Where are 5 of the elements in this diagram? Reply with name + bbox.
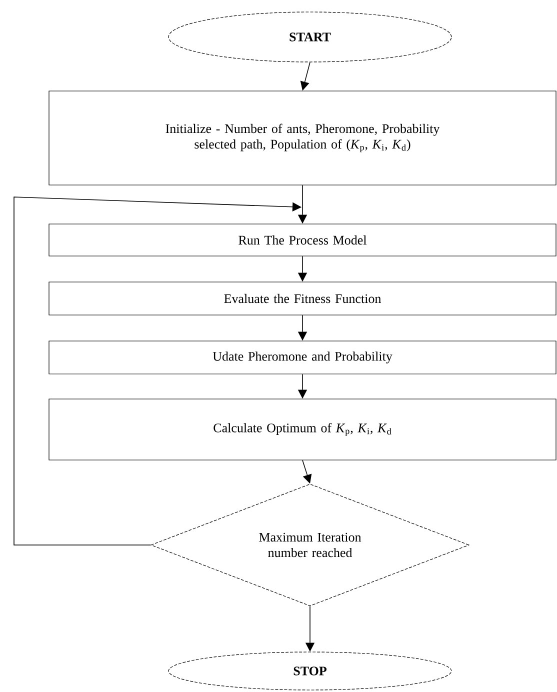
process-box: Udate Pheromone and Probability [48,340,556,374]
process-box: Run The Process Model [48,224,556,256]
process-box: Calculate Optimum of K$_{p}$, K$_{i}$, K$_{d}$ [48,398,556,460]
process-box: Initialize - Number of ants, Pheromone, Probability selected path, Population of (K$_{p}$, K$_{i}$, K$_{d}$) [48,90,556,186]
process-box: Evaluate the Fitness Function [48,282,556,316]
